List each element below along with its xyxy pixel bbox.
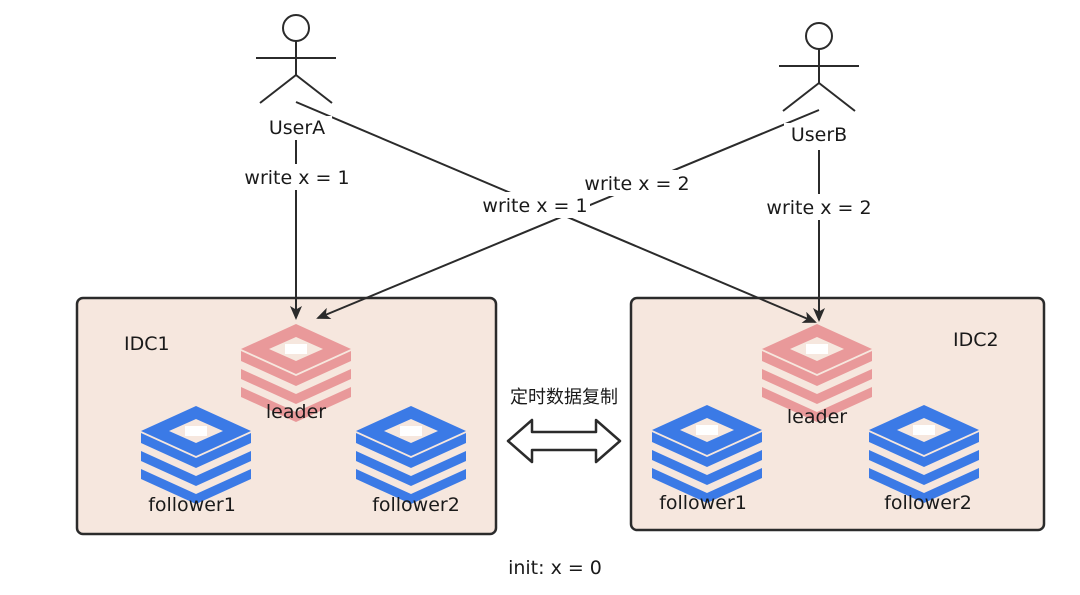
- write-label-userb-local: write x = 2: [766, 197, 871, 219]
- user-b-icon: [779, 22, 859, 112]
- idc1-title: IDC1: [124, 333, 170, 355]
- replication-label: 定时数据复制: [510, 387, 618, 408]
- user-b-label: UserB: [791, 124, 847, 146]
- user-a-icon: [256, 14, 336, 104]
- init-note: init: x = 0: [508, 557, 602, 579]
- write-label-userb-cross: write x = 2: [584, 173, 689, 195]
- idc2-leader-label: leader: [787, 406, 847, 428]
- idc1-follower1-label: follower1: [148, 494, 236, 516]
- idc1-leader-label: leader: [266, 401, 326, 423]
- idc2-follower1-label: follower1: [659, 492, 747, 514]
- idc2-follower2-label: follower2: [884, 492, 972, 514]
- idc2-title: IDC2: [953, 329, 999, 351]
- double-arrow-icon: [506, 418, 622, 464]
- user-a-label: UserA: [269, 117, 325, 139]
- write-label-usera-local: write x = 1: [244, 167, 349, 189]
- idc1-follower2-label: follower2: [372, 494, 460, 516]
- write-label-usera-cross: write x = 1: [482, 195, 587, 217]
